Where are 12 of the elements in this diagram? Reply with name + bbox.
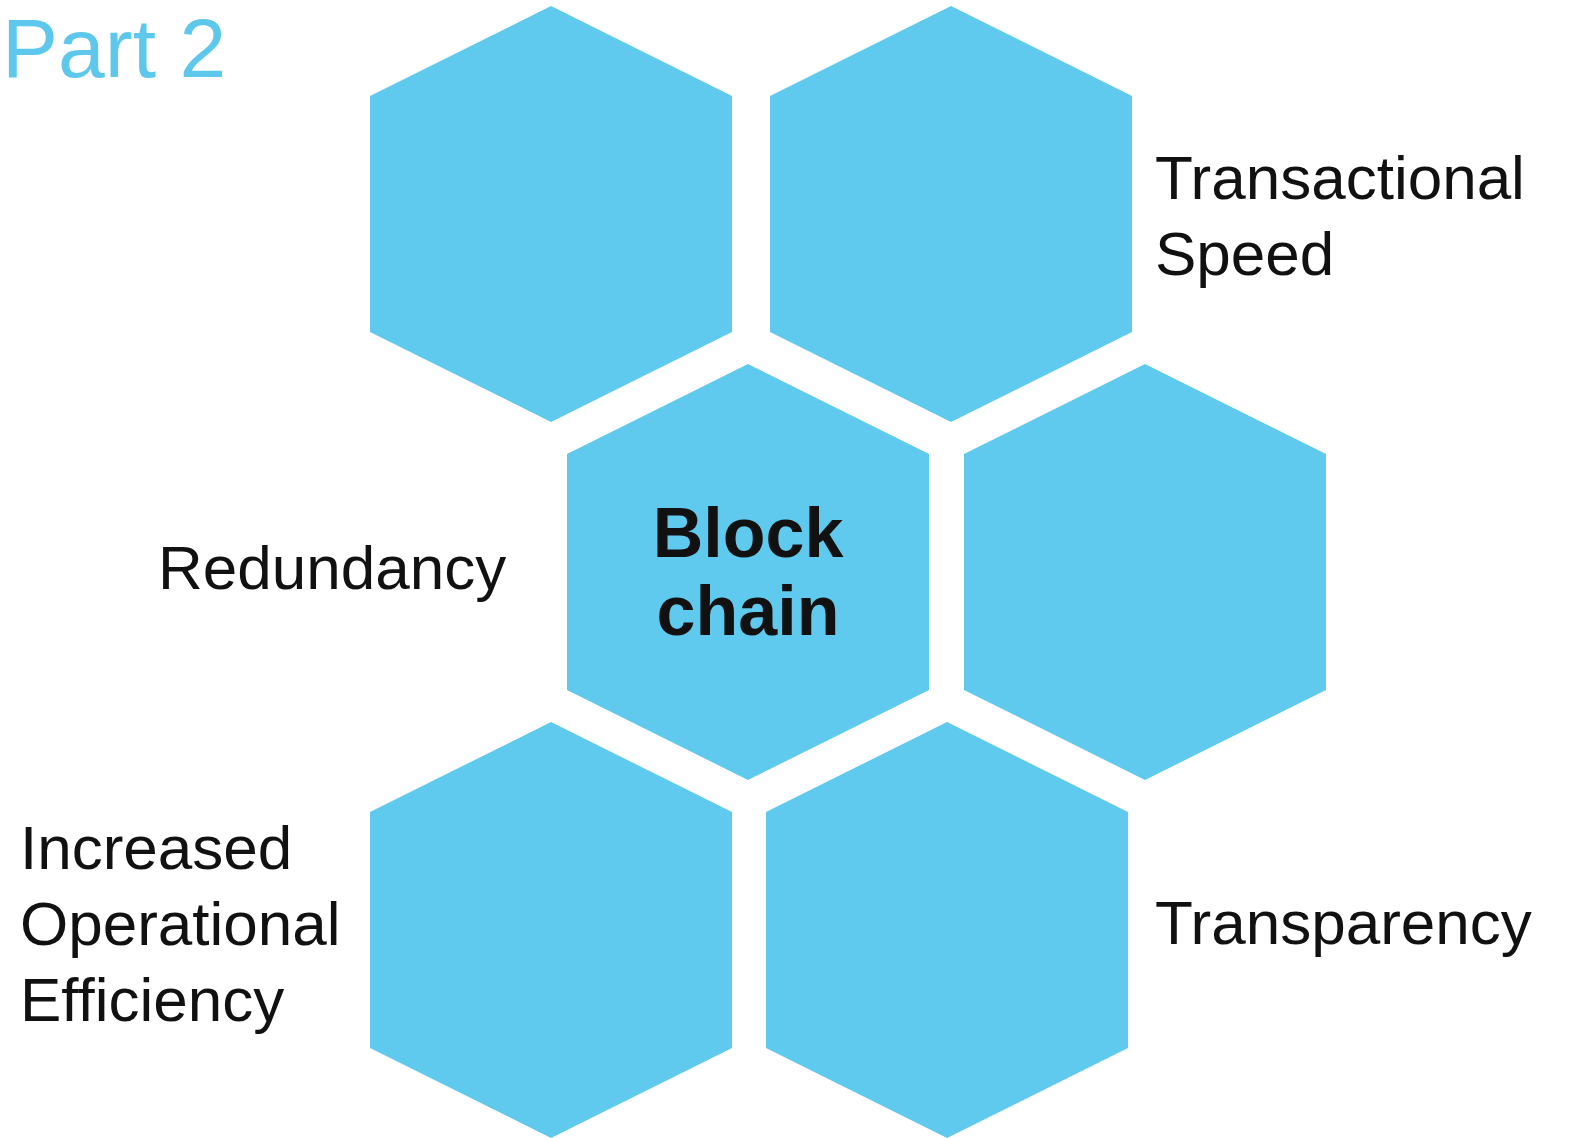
hexagon	[964, 364, 1326, 780]
hexagon-caption: Increased Operational Efficiency	[20, 812, 342, 1036]
hexagon	[766, 722, 1128, 1138]
hexagon	[370, 6, 732, 422]
hexagon	[567, 364, 929, 780]
hexagon-caption: Transparency	[1155, 887, 1533, 959]
hexagon-caption: Transactional Speed	[1155, 142, 1526, 290]
feature-label: Redundancy	[158, 532, 508, 604]
hexagon	[370, 722, 732, 1138]
hexagon	[770, 6, 1132, 422]
hexagon-label: Block chain	[651, 494, 845, 650]
title: Part 2	[2, 0, 227, 96]
